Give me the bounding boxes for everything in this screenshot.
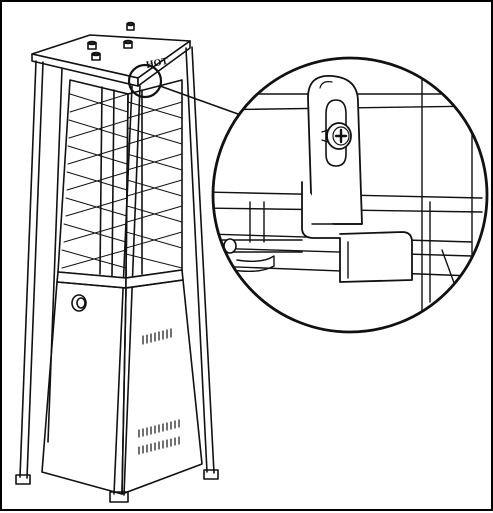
callout-leader-line	[159, 85, 239, 115]
cap-bolt-icon	[87, 21, 135, 61]
zoomed-detail	[213, 58, 487, 332]
bracket-hook	[301, 181, 413, 283]
detail-source-circle	[127, 63, 163, 99]
lower-vents	[138, 419, 180, 455]
screw-icon	[321, 122, 352, 150]
control-knob-icon	[71, 294, 87, 312]
heater-lower-housing	[41, 279, 203, 495]
heater-legs	[15, 46, 219, 503]
patio-heater: HOT	[15, 21, 239, 503]
heater-mesh-guard	[56, 79, 184, 289]
heater-top-cap: HOT	[31, 21, 191, 87]
upper-vents	[142, 328, 172, 345]
support-rod	[221, 238, 303, 273]
mounting-bracket	[307, 75, 363, 225]
zoom-circle-outline	[211, 56, 489, 334]
